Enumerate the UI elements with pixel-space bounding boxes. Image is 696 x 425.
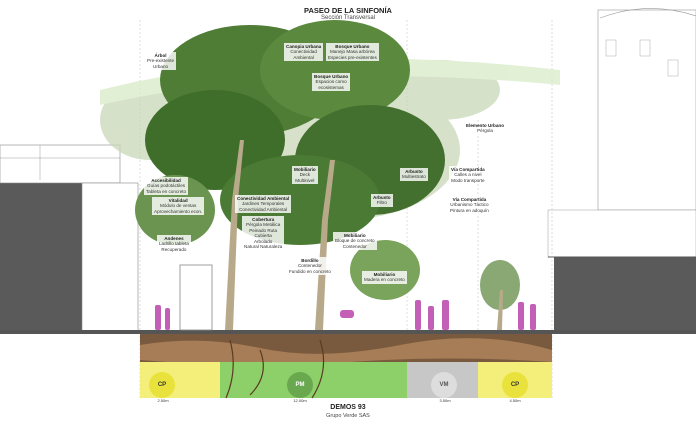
zone-width-1: 2.50m	[157, 398, 169, 403]
page-title: PASEO DE LA SINFONÍA	[304, 6, 392, 15]
footer-subtitle: Grupo Verde SAS	[326, 413, 370, 419]
tree-trunks	[225, 140, 503, 330]
page-subtitle: Sección Transversal	[320, 15, 376, 21]
zone-width-4: 4.50m	[509, 398, 521, 403]
people	[155, 300, 536, 330]
zone-width-2: 12.00m	[293, 398, 307, 403]
ground-line	[0, 330, 696, 334]
soil-profile	[140, 334, 552, 399]
right-building	[547, 8, 696, 333]
left-building	[0, 144, 139, 334]
sales-module	[179, 264, 213, 331]
zone-badge-cp-right: CP	[502, 372, 528, 398]
zone-badge-pm: PM	[287, 372, 313, 398]
footer-title: DEMOS 93	[330, 404, 366, 411]
zone-badge-cp-left: CP	[149, 372, 175, 398]
zone-badge-vm: VM	[431, 372, 457, 398]
zone-width-3: 3.50m	[439, 398, 451, 403]
